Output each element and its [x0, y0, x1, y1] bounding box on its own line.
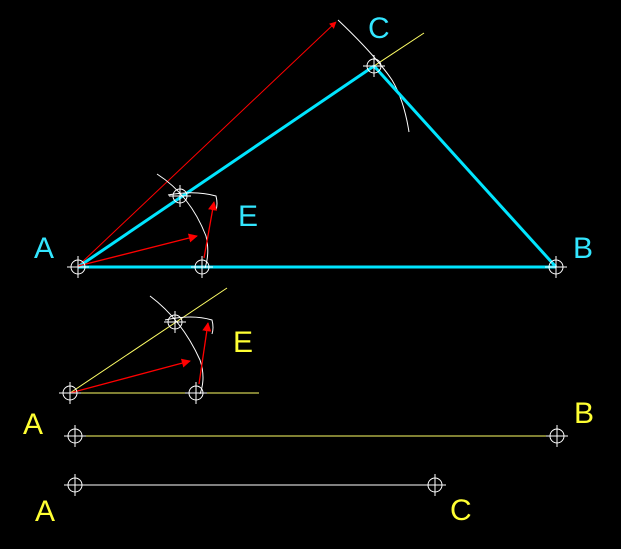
arc-small-copy [164, 316, 214, 335]
label-a-main: A [34, 232, 54, 265]
arrow-up-to-e [203, 201, 218, 259]
point-marker-copy-a [58, 381, 82, 405]
arc-large-a [156, 173, 209, 269]
arrow-copy-a-to-mid [69, 358, 191, 394]
label-e-main: E [238, 200, 258, 233]
label-c-seg-ac: C [450, 494, 472, 527]
side-bc [372, 64, 558, 269]
label-a-seg-ac: A [35, 495, 55, 528]
copied-angle-figure: E [58, 287, 259, 405]
label-e-copy: E [233, 326, 253, 359]
point-marker-seg-ab-a [63, 424, 87, 448]
long-arrow-ac [77, 21, 337, 267]
point-marker-ab-arc [190, 255, 214, 279]
point-marker-copy-arc [184, 381, 208, 405]
arrow-a-to-mid [77, 233, 198, 267]
point-marker-seg-ac-c [423, 473, 447, 497]
arc-at-c [337, 19, 410, 133]
ac-extension-line [373, 32, 425, 67]
point-marker-seg-ac-a [63, 473, 87, 497]
label-a-seg-ab: A [23, 408, 43, 441]
main-triangle-figure: A B C E [34, 12, 593, 279]
segment-ac-figure: A C [35, 473, 472, 528]
point-marker-seg-ab-b [545, 424, 569, 448]
label-b-main: B [573, 232, 593, 265]
arc-large-copy [149, 295, 204, 395]
arrow-copy-up-to-e [198, 322, 212, 385]
side-ac [77, 64, 375, 269]
label-c-main: C [368, 12, 390, 45]
label-b-seg-ab: B [574, 397, 594, 430]
angle-ray-line [69, 287, 228, 394]
segment-ab-figure: A B [23, 397, 594, 448]
